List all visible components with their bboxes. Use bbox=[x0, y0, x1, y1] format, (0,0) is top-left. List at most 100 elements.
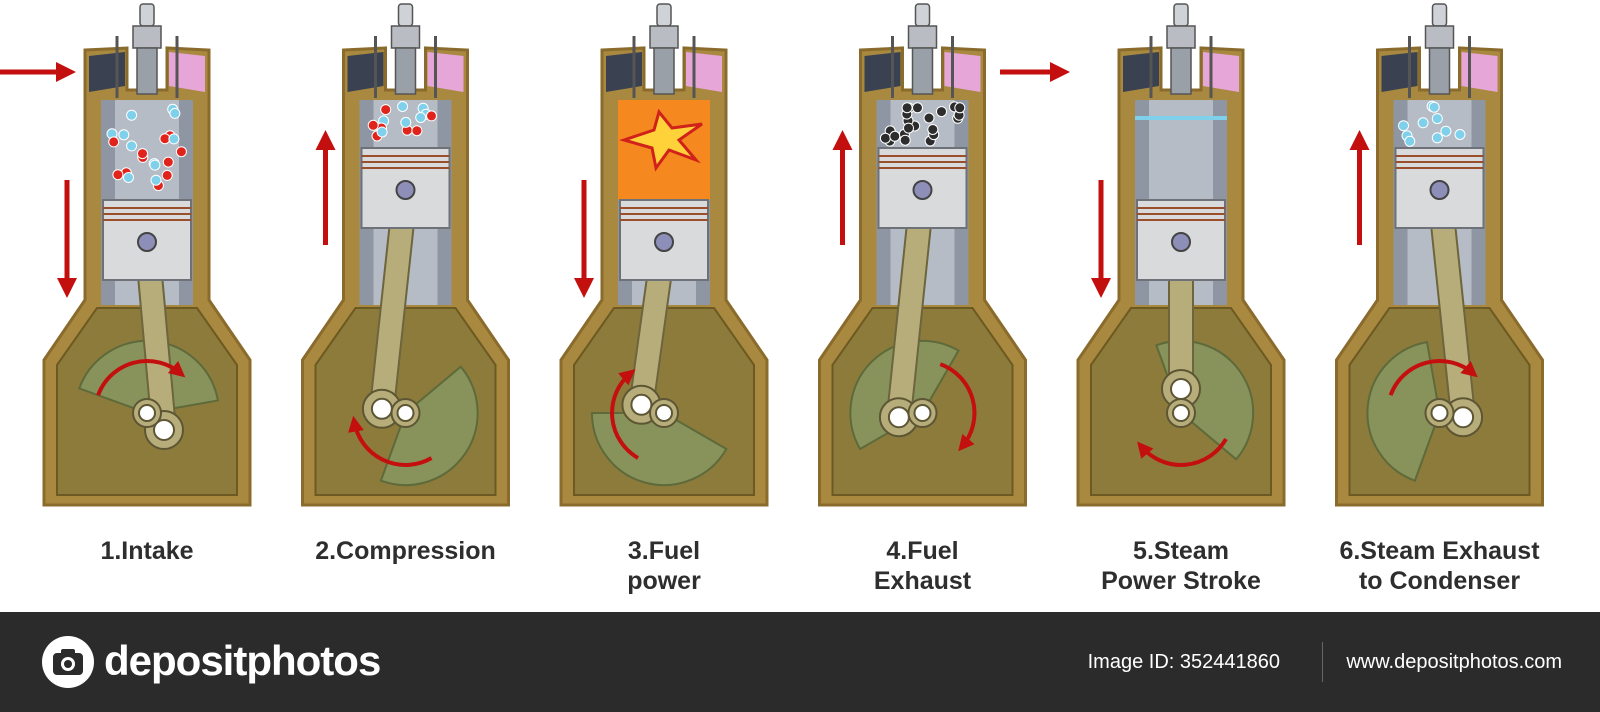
gas-particle bbox=[1454, 129, 1466, 140]
spark-plug-body bbox=[132, 25, 162, 49]
brand-name: depositphotos bbox=[104, 637, 381, 684]
crank-counterweight bbox=[379, 365, 479, 487]
crank-counterweight bbox=[590, 412, 728, 487]
site-url-link[interactable]: www.depositphotos.com bbox=[1346, 651, 1562, 673]
gas-particle bbox=[426, 110, 437, 122]
gas-particle bbox=[1431, 113, 1443, 125]
spark-plug-cap bbox=[397, 3, 414, 27]
gas-particle bbox=[923, 112, 935, 124]
stage-label-line: 6.Steam Exhaust bbox=[1339, 537, 1540, 565]
spark-plug-body bbox=[1166, 25, 1196, 49]
gas-particle bbox=[397, 101, 409, 112]
gas-particle bbox=[901, 102, 913, 114]
footer-bar: depositphotos Image ID: 352441860 www.de… bbox=[0, 612, 1600, 712]
spark-plug-thread bbox=[394, 47, 417, 95]
rotation-arrow bbox=[939, 362, 977, 452]
spark-plug-thread bbox=[1428, 47, 1451, 95]
gas-particle bbox=[367, 119, 379, 131]
gas-particle bbox=[380, 104, 392, 116]
image-id-text: Image ID: 352441860 bbox=[1087, 651, 1280, 673]
crankpin-hole bbox=[887, 406, 910, 429]
crankshaft-hole bbox=[913, 404, 932, 422]
spark-plug-cap bbox=[1431, 3, 1448, 27]
gas-particle bbox=[162, 156, 174, 168]
stage-1 bbox=[42, 3, 252, 507]
crankshaft-hole bbox=[1172, 404, 1190, 422]
stage-label-line: 3.Fuel bbox=[627, 537, 701, 565]
gas-particle bbox=[112, 169, 124, 181]
intake-port bbox=[864, 52, 901, 92]
rotation-arrow bbox=[96, 359, 186, 396]
gas-particle bbox=[175, 146, 187, 158]
intake-port bbox=[347, 52, 384, 92]
gas-particle bbox=[903, 122, 914, 134]
engine-cycle-diagram bbox=[0, 3, 1544, 507]
gas-particle bbox=[1404, 135, 1416, 147]
intake-port bbox=[1381, 52, 1418, 92]
stage-label-line: 2.Compression bbox=[315, 537, 496, 565]
gas-particle bbox=[1398, 120, 1409, 132]
crankshaft-hole bbox=[396, 404, 415, 422]
spark-plug-body bbox=[907, 25, 938, 49]
rotation-arrow bbox=[1137, 437, 1228, 467]
crankpin-hole bbox=[370, 397, 393, 420]
gas-particle bbox=[108, 136, 120, 148]
gas-particle bbox=[137, 148, 148, 160]
gas-particle bbox=[168, 133, 180, 145]
exhaust-port bbox=[1203, 52, 1239, 92]
footer-divider bbox=[1322, 642, 1323, 682]
stage-5 bbox=[1076, 3, 1286, 507]
wrist-pin bbox=[137, 232, 157, 252]
rotation-arrow bbox=[1388, 359, 1478, 396]
stage-2 bbox=[301, 3, 510, 507]
steam-film bbox=[1135, 116, 1227, 120]
crankpin-hole bbox=[1170, 378, 1192, 400]
gas-particle bbox=[899, 134, 911, 146]
intake-port bbox=[89, 52, 125, 92]
gas-particle bbox=[126, 140, 138, 152]
stage-label-line: to Condenser bbox=[1358, 567, 1521, 595]
gas-particle bbox=[126, 109, 138, 121]
crankshaft-hole bbox=[138, 404, 156, 422]
stage-6 bbox=[1335, 3, 1544, 507]
wrist-pin bbox=[654, 232, 674, 252]
gas-particle bbox=[912, 102, 923, 114]
spark-plug-thread bbox=[911, 47, 934, 95]
spark-plug-thread bbox=[653, 47, 675, 95]
crankshaft-hole bbox=[655, 404, 673, 422]
stage-3 bbox=[559, 3, 769, 507]
stage-label-line: 5.Steam bbox=[1133, 537, 1229, 565]
wrist-pin bbox=[912, 180, 933, 200]
gas-particle bbox=[400, 116, 412, 128]
gas-particle bbox=[411, 125, 423, 137]
gas-particle bbox=[123, 172, 134, 183]
gas-particle bbox=[927, 124, 939, 135]
crankpin-hole bbox=[1452, 406, 1475, 429]
spark-plug-cap bbox=[656, 3, 672, 27]
stage-label-line: 1.Intake bbox=[100, 537, 194, 565]
spark-plug-body bbox=[390, 25, 421, 49]
gas-particle bbox=[1440, 125, 1452, 137]
gas-particle bbox=[1417, 117, 1429, 129]
wrist-pin bbox=[395, 180, 416, 200]
crank-counterweight bbox=[1366, 340, 1441, 482]
gas-particle bbox=[954, 102, 966, 114]
spark-plug-cap bbox=[914, 3, 931, 27]
stage-label-line: Power Stroke bbox=[1101, 567, 1261, 595]
spark-plug-body bbox=[649, 25, 679, 49]
gas-particle bbox=[149, 159, 161, 171]
rotation-arrow bbox=[348, 415, 433, 467]
spark-plug-thread bbox=[136, 47, 158, 95]
wrist-pin bbox=[1429, 180, 1450, 200]
explosion-star bbox=[618, 108, 703, 172]
gas-particle bbox=[161, 169, 173, 181]
gas-particle bbox=[879, 132, 891, 144]
exhaust-port bbox=[427, 52, 464, 92]
gas-particle bbox=[415, 112, 427, 123]
crankpin-hole bbox=[630, 393, 653, 416]
stage-label-line: power bbox=[627, 567, 701, 595]
exhaust-port bbox=[1461, 52, 1498, 92]
intake-port bbox=[606, 52, 642, 92]
